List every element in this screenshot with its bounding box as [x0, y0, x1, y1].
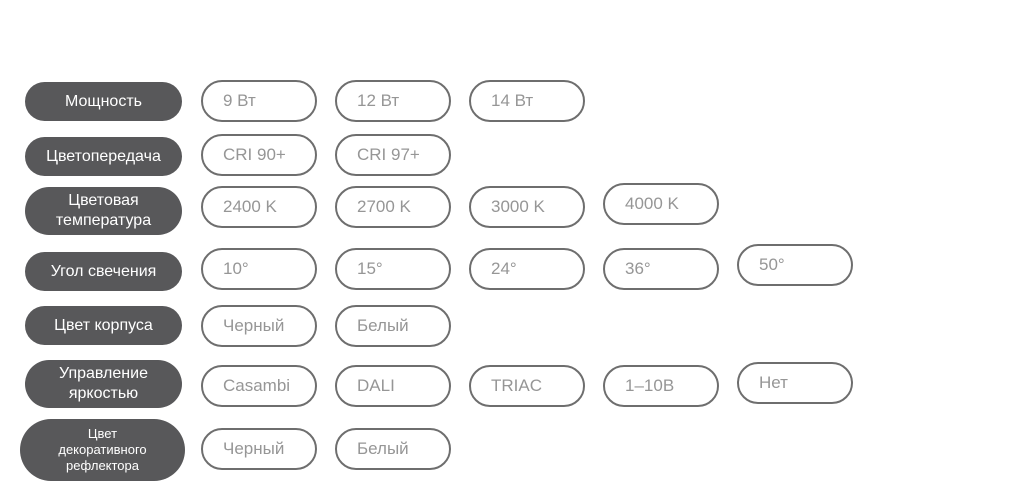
option-cri-97[interactable]: CRI 97+ [335, 134, 451, 176]
config-row-dimming-control: Управление яркостью Casambi DALI TRIAC 1… [25, 360, 853, 408]
option-power-9w[interactable]: 9 Вт [201, 80, 317, 122]
option-dim-casambi[interactable]: Casambi [201, 365, 317, 407]
config-row-power: Мощность 9 Вт 12 Вт 14 Вт [25, 80, 585, 122]
options-dimming-control: Casambi DALI TRIAC 1–10В Нет [201, 362, 853, 407]
row-label-body-color: Цвет корпуса [25, 306, 182, 345]
option-reflector-white[interactable]: Белый [335, 428, 451, 470]
options-beam-angle: 10° 15° 24° 36° 50° [201, 244, 853, 290]
option-temp-4000k[interactable]: 4000 K [603, 183, 719, 225]
option-temp-3000k[interactable]: 3000 K [469, 186, 585, 228]
row-label-reflector-color: Цвет декоративного рефлектора [20, 419, 185, 481]
config-row-beam-angle: Угол свечения 10° 15° 24° 36° 50° [25, 244, 853, 291]
option-body-black[interactable]: Черный [201, 305, 317, 347]
option-temp-2700k[interactable]: 2700 K [335, 186, 451, 228]
config-row-reflector-color: Цвет декоративного рефлектора Черный Бел… [20, 419, 451, 481]
row-label-beam-angle: Угол свечения [25, 252, 182, 291]
row-label-color-rendering: Цветопередача [25, 137, 182, 176]
options-reflector-color: Черный Белый [201, 428, 451, 470]
option-angle-10[interactable]: 10° [201, 248, 317, 290]
option-body-white[interactable]: Белый [335, 305, 451, 347]
option-power-12w[interactable]: 12 Вт [335, 80, 451, 122]
option-reflector-black[interactable]: Черный [201, 428, 317, 470]
option-angle-36[interactable]: 36° [603, 248, 719, 290]
option-dim-triac[interactable]: TRIAC [469, 365, 585, 407]
option-dim-none[interactable]: Нет [737, 362, 853, 404]
option-power-14w[interactable]: 14 Вт [469, 80, 585, 122]
options-color-rendering: CRI 90+ CRI 97+ [201, 134, 451, 176]
option-angle-24[interactable]: 24° [469, 248, 585, 290]
option-dim-dali[interactable]: DALI [335, 365, 451, 407]
config-row-color-rendering: Цветопередача CRI 90+ CRI 97+ [25, 134, 451, 176]
config-row-body-color: Цвет корпуса Черный Белый [25, 305, 451, 347]
row-label-dimming-control: Управление яркостью [25, 360, 182, 408]
option-angle-15[interactable]: 15° [335, 248, 451, 290]
row-label-color-temperature: Цветовая температура [25, 187, 182, 235]
option-cri-90[interactable]: CRI 90+ [201, 134, 317, 176]
option-dim-1-10v[interactable]: 1–10В [603, 365, 719, 407]
config-row-color-temperature: Цветовая температура 2400 K 2700 K 3000 … [25, 183, 719, 235]
options-color-temperature: 2400 K 2700 K 3000 K 4000 K [201, 183, 719, 228]
options-body-color: Черный Белый [201, 305, 451, 347]
option-angle-50[interactable]: 50° [737, 244, 853, 286]
options-power: 9 Вт 12 Вт 14 Вт [201, 80, 585, 122]
option-temp-2400k[interactable]: 2400 K [201, 186, 317, 228]
row-label-power: Мощность [25, 82, 182, 121]
